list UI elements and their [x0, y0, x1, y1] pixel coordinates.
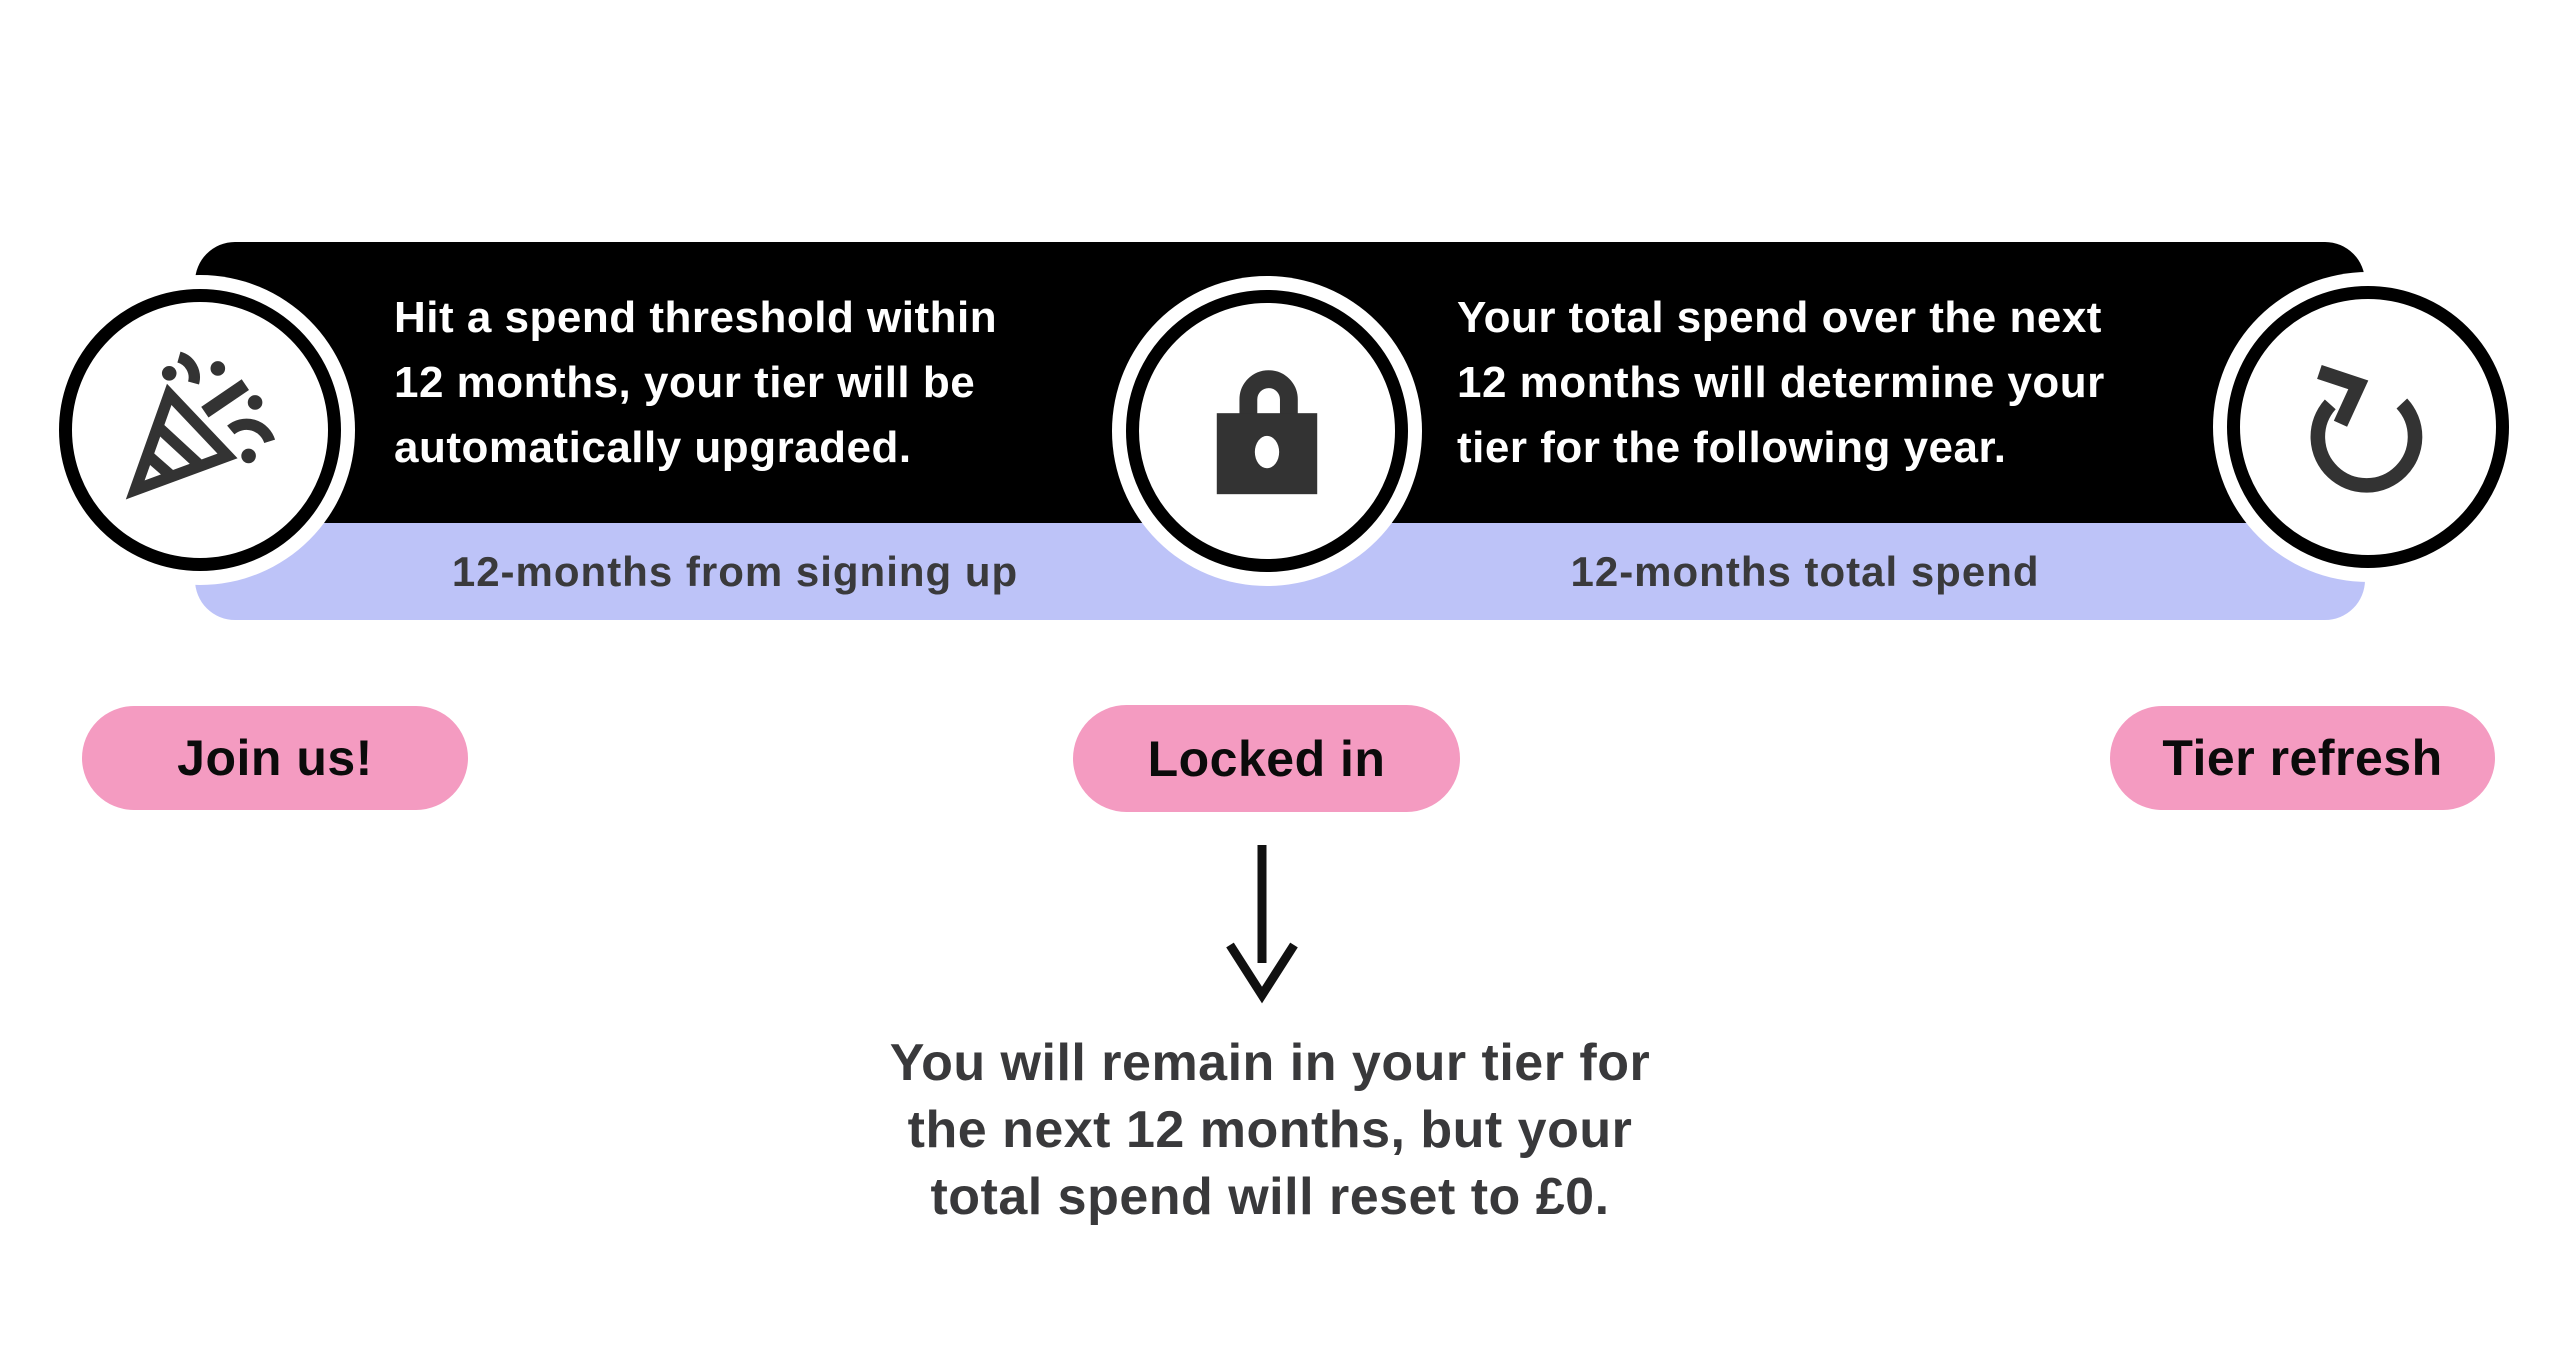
upgrade-rule-text: Hit a spend threshold within 12 months, … [394, 242, 1074, 523]
refresh-badge-ring [2227, 286, 2509, 568]
tier-refresh-pill: Tier refresh [2110, 706, 2495, 810]
refresh-badge-circle [2213, 272, 2523, 582]
upgrade-rule-line: 12 months, your tier will be [394, 358, 976, 407]
refresh-rule-line: tier for the following year. [1457, 423, 2007, 472]
tier-reset-note-line: total spend will reset to £0. [930, 1168, 1610, 1226]
join-us-pill: Join us! [82, 706, 468, 810]
tier-reset-note-line: the next 12 months, but your [907, 1101, 1633, 1159]
upgrade-rule-line: Hit a spend threshold within [394, 293, 998, 342]
refresh-rule-line: Your total spend over the next [1457, 293, 2102, 342]
refresh-rule-line: 12 months will determine your [1457, 358, 2105, 407]
refresh-rule-text: Your total spend over the next 12 months… [1457, 242, 2177, 523]
locked-badge-ring [1126, 290, 1408, 572]
join-badge-circle [45, 275, 355, 585]
locked-badge-circle [1112, 276, 1422, 586]
locked-in-pill: Locked in [1073, 705, 1460, 812]
join-badge-ring [59, 289, 341, 571]
signing-up-caption: 12-months from signing up [451, 547, 1019, 595]
upgrade-rule-line: automatically upgraded. [394, 423, 912, 472]
party-popper-icon [125, 351, 276, 500]
tier-reset-note: You will remain in your tier for the nex… [770, 1030, 1770, 1231]
lock-icon [1216, 370, 1318, 495]
total-spend-caption: 12-months total spend [1570, 547, 2040, 595]
down-arrow-icon [1226, 845, 1298, 1004]
tier-reset-note-line: You will remain in your tier for [889, 1034, 1651, 1092]
refresh-icon [2310, 365, 2423, 493]
